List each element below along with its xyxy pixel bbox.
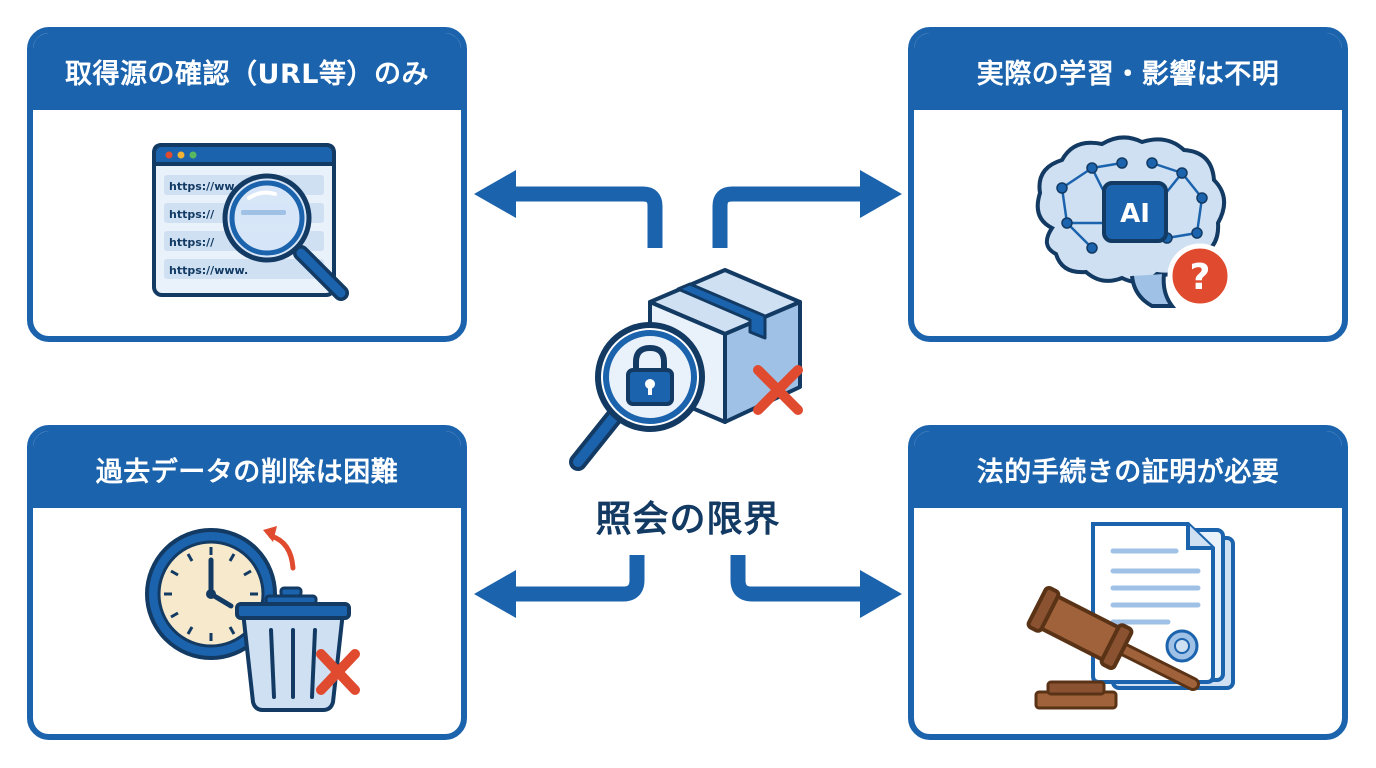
url-row: https://ww [169, 180, 235, 193]
card-body: AI ? [914, 110, 1342, 336]
arrow-to-bottom-left [512, 555, 645, 602]
center-label: 照会の限界 [595, 499, 781, 540]
card-source-confirmation: 取得源の確認（URL等）のみ https://ww https:// https… [27, 27, 467, 342]
card-body [914, 508, 1342, 734]
card-title: 過去データの削除は困難 [33, 431, 461, 508]
ai-brain-question-icon: AI ? [1035, 135, 1233, 309]
card-title: 取得源の確認（URL等）のみ [33, 33, 461, 110]
url-row: https:// [169, 236, 215, 249]
url-row: https:// [169, 208, 215, 221]
question-mark: ? [1190, 257, 1211, 298]
card-legal-procedure: 法的手続きの証明が必要 [908, 425, 1348, 740]
card-title: 法的手続きの証明が必要 [914, 431, 1342, 508]
browser-magnifier-icon: https://ww https:// https:// https://www… [152, 143, 349, 301]
ai-label: AI [1120, 199, 1150, 229]
arrowhead-top-right [860, 170, 902, 218]
url-row: https://www. [169, 264, 248, 277]
arrowhead-bottom-right [860, 570, 902, 618]
arrowhead-bottom-left [474, 570, 516, 618]
arrow-to-top-left [512, 186, 663, 248]
gavel-document-icon [1026, 522, 1235, 710]
arrow-to-top-right [712, 186, 862, 248]
clock-trash-icon [145, 526, 360, 712]
box-lock-magnifier-icon [569, 268, 803, 471]
card-body: https://ww https:// https:// https://www… [33, 110, 461, 336]
arrow-to-bottom-right [730, 555, 862, 602]
card-body [33, 508, 461, 734]
card-data-deletion: 過去データの削除は困難 [27, 425, 467, 740]
card-learning-impact: 実際の学習・影響は不明 [908, 27, 1348, 342]
card-title: 実際の学習・影響は不明 [914, 33, 1342, 110]
arrowhead-top-left [474, 170, 516, 218]
